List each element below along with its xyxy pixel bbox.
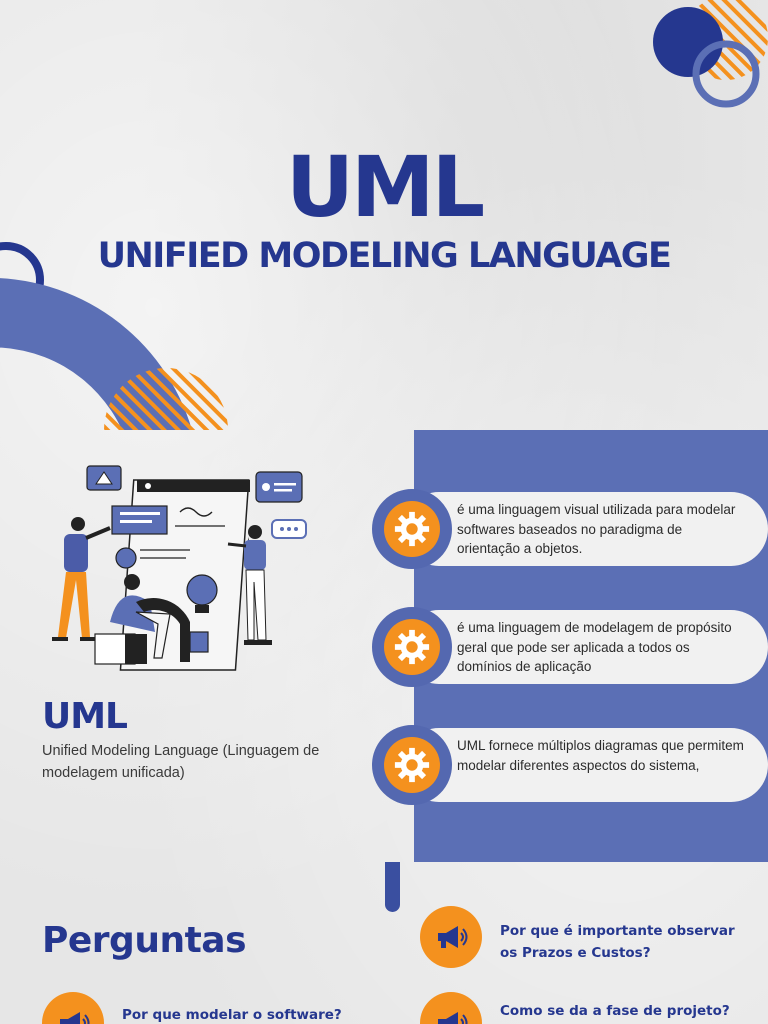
team-illustration <box>52 465 307 671</box>
gear-icon <box>384 737 440 793</box>
feature-item: UML fornece múltiplos diagramas que perm… <box>372 725 768 805</box>
megaphone-icon <box>420 906 482 968</box>
hero-subtitle: UNIFIED MODELING LANGUAGE <box>97 236 672 276</box>
hero-title: UML <box>285 138 485 236</box>
intro-title: UML <box>42 696 128 737</box>
questions-title: Perguntas <box>42 920 247 961</box>
feature-pill <box>402 492 768 566</box>
top-right-decoration <box>0 0 768 430</box>
feature-text: UML fornece múltiplos diagramas que perm… <box>457 738 744 773</box>
feature-text: é uma linguagem visual utilizada para mo… <box>457 502 736 556</box>
feature-icon-ring <box>372 607 452 687</box>
question-text: Por que modelar o software? <box>122 1007 342 1023</box>
intro-section: UML Unified Modeling Language (Linguagem… <box>0 430 768 862</box>
intro-description: Unified Modeling Language (Linguagem de … <box>42 743 320 781</box>
gear-icon <box>384 619 440 675</box>
question-text: Por que é importante observar os Prazos … <box>500 923 735 961</box>
hero-section: UML UNIFIED MODELING LANGUAGE <box>0 0 768 430</box>
feature-pill <box>402 728 768 802</box>
questions-section: Perguntas Por que é importante observar … <box>0 862 768 1024</box>
feature-icon-ring <box>372 489 452 569</box>
feature-icon-ring <box>372 725 452 805</box>
megaphone-icon <box>420 992 482 1024</box>
feature-text: é uma linguagem de modelagem de propósit… <box>457 620 732 674</box>
divider-line <box>385 862 400 912</box>
feature-pill <box>402 610 768 684</box>
feature-item: é uma linguagem de modelagem de propósit… <box>372 607 768 687</box>
question-text: Como se da a fase de projeto? <box>500 1003 730 1019</box>
feature-item: é uma linguagem visual utilizada para mo… <box>372 489 768 569</box>
megaphone-icon <box>42 992 104 1024</box>
gear-icon <box>384 501 440 557</box>
